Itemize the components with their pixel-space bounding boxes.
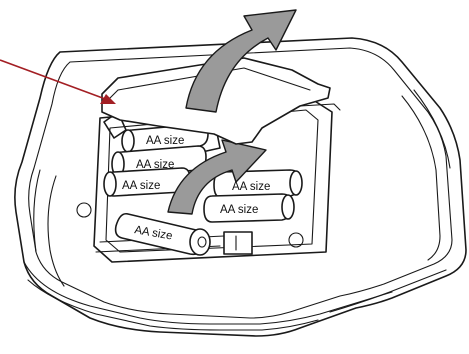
battery-label: AA size xyxy=(220,204,258,216)
battery-contact-bracket xyxy=(224,232,252,254)
battery: AA size xyxy=(204,194,294,222)
battery-label: AA size xyxy=(232,181,270,193)
pointer-arrow xyxy=(0,60,116,104)
battery: AA size xyxy=(214,170,302,198)
battery-label: AA size xyxy=(146,135,184,147)
screw-hole-left xyxy=(77,203,91,217)
battery-label: AA size xyxy=(122,180,160,192)
